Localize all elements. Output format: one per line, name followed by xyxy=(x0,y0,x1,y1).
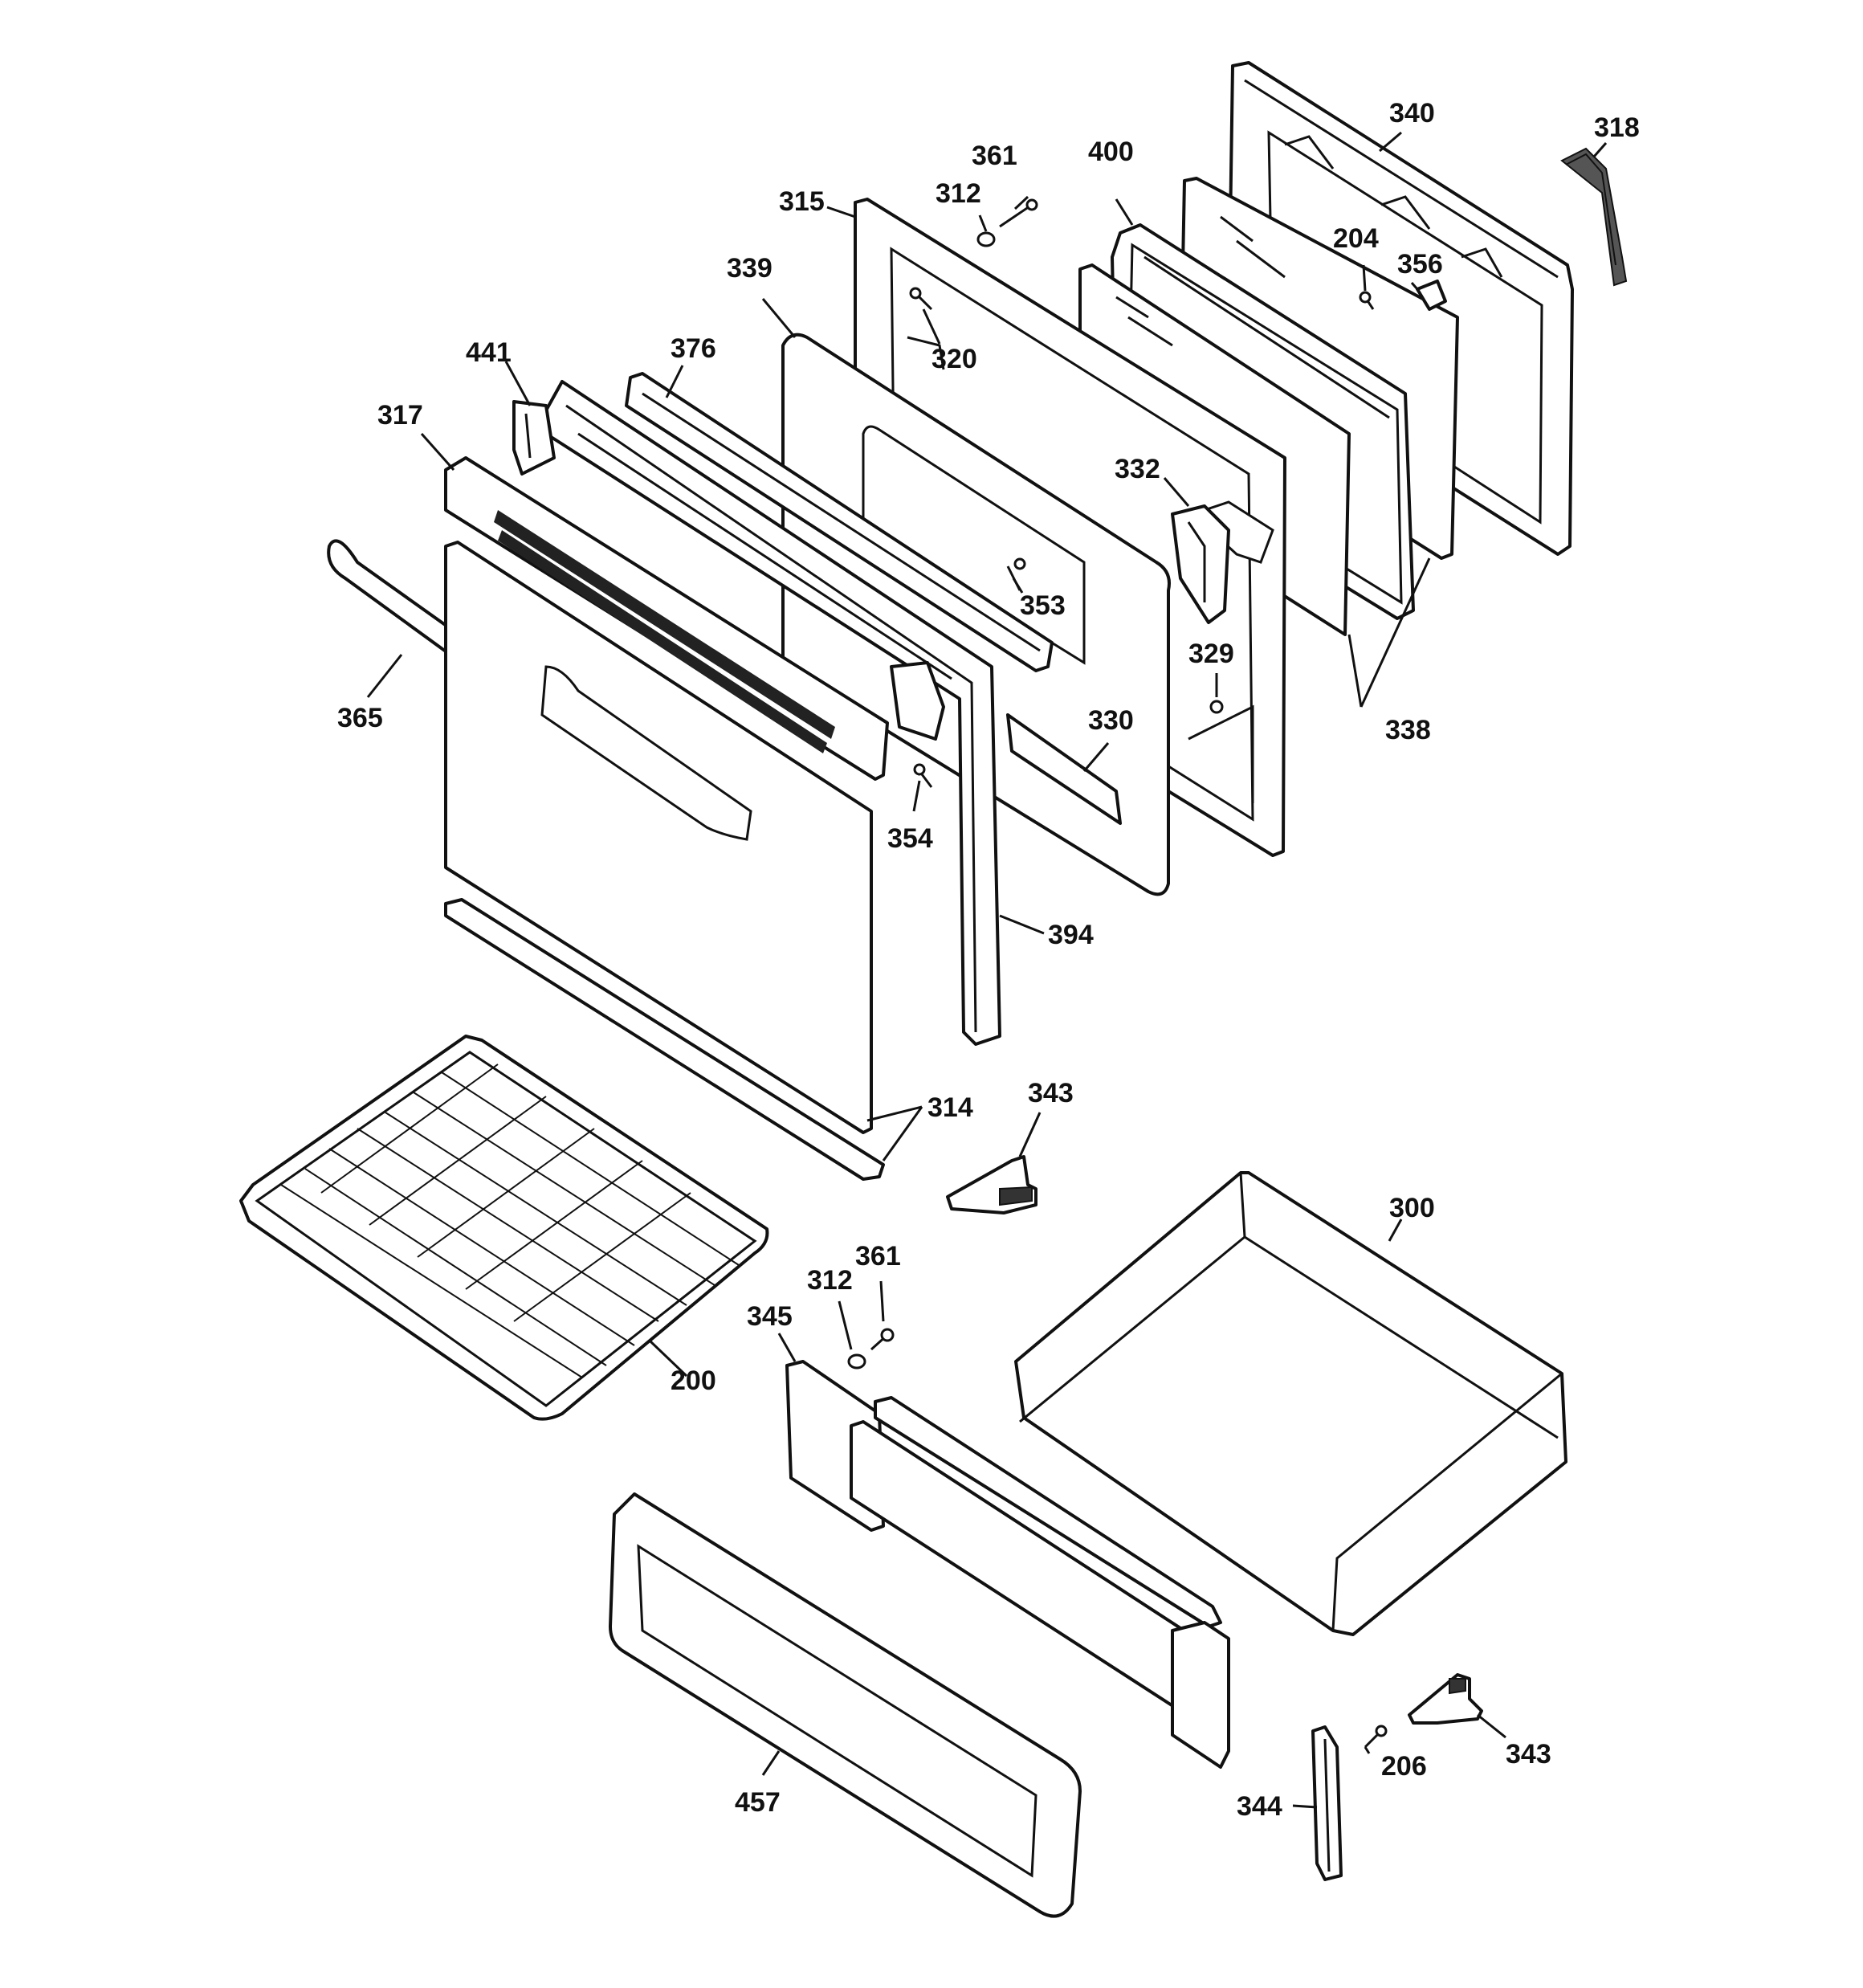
callout-204: 204 xyxy=(1333,223,1379,254)
part-441-hinge xyxy=(512,400,556,476)
callout-330: 330 xyxy=(1088,705,1134,736)
callout-315: 315 xyxy=(779,186,825,217)
part-314-door-bottom-trim xyxy=(444,898,885,1181)
callout-200: 200 xyxy=(671,1365,716,1396)
callout-441: 441 xyxy=(466,337,512,368)
callout-457: 457 xyxy=(735,1787,781,1818)
callout-320: 320 xyxy=(932,344,977,374)
callout-206: 206 xyxy=(1381,1751,1427,1782)
callout-329: 329 xyxy=(1188,639,1234,669)
callout-376: 376 xyxy=(671,333,716,364)
callout-338: 338 xyxy=(1385,715,1431,745)
callout-343-upper: 343 xyxy=(1028,1078,1074,1108)
callout-labels: 340 318 400 361 312 315 204 356 339 320 … xyxy=(337,98,1640,1822)
part-329-screw xyxy=(1209,700,1224,714)
callout-332: 332 xyxy=(1115,454,1160,484)
part-hinge-right xyxy=(890,661,945,741)
part-314-outer-door xyxy=(444,541,873,1134)
callout-339: 339 xyxy=(727,253,773,284)
callout-312-lower: 312 xyxy=(807,1265,853,1296)
part-356-clip xyxy=(1416,280,1447,311)
part-376-door-rail xyxy=(625,372,1054,672)
part-345-drawer-frame xyxy=(785,1360,1230,1769)
part-317-vent-trim xyxy=(444,456,889,781)
part-343-slide-bracket-upper xyxy=(946,1155,1037,1214)
part-300-drawer-box xyxy=(1014,1171,1567,1636)
callout-345: 345 xyxy=(747,1301,793,1332)
part-332-door-bracket xyxy=(1171,504,1230,624)
part-394-door-side-trim xyxy=(540,380,1001,1046)
part-200-oven-rack xyxy=(239,1035,769,1421)
callout-354: 354 xyxy=(887,823,933,854)
part-312-washer-lower xyxy=(847,1353,866,1370)
callout-361-lower: 361 xyxy=(855,1241,901,1272)
callout-344: 344 xyxy=(1237,1791,1282,1822)
callout-365: 365 xyxy=(337,703,383,733)
callout-318: 318 xyxy=(1594,112,1640,143)
part-344-drawer-slide xyxy=(1311,1725,1343,1881)
part-361-screw-upper xyxy=(999,198,1038,228)
callout-300: 300 xyxy=(1389,1193,1435,1223)
callout-343-lower: 343 xyxy=(1506,1739,1551,1770)
callout-361-upper: 361 xyxy=(972,141,1017,171)
part-343-slide-bracket-lower xyxy=(1408,1673,1483,1725)
callout-317: 317 xyxy=(377,400,423,431)
part-204-screw xyxy=(1359,291,1375,310)
callout-400: 400 xyxy=(1088,137,1134,167)
part-354-screw xyxy=(913,763,933,788)
part-330-vent-strip xyxy=(1006,713,1122,825)
callout-394: 394 xyxy=(1048,920,1094,950)
part-457-drawer-panel xyxy=(609,1492,1082,1918)
callout-353: 353 xyxy=(1020,590,1066,621)
callout-356: 356 xyxy=(1397,249,1443,280)
leader-lines xyxy=(366,131,1608,1809)
vent-slots xyxy=(494,510,835,753)
part-318-door-gasket xyxy=(1560,147,1628,287)
part-320-pin xyxy=(909,287,933,311)
part-206-screw xyxy=(1364,1725,1388,1749)
callout-340: 340 xyxy=(1389,98,1435,129)
callout-314: 314 xyxy=(927,1092,973,1123)
part-361-screw-lower xyxy=(870,1328,895,1351)
callout-312-upper: 312 xyxy=(936,178,981,209)
part-312-washer-upper xyxy=(976,231,996,247)
